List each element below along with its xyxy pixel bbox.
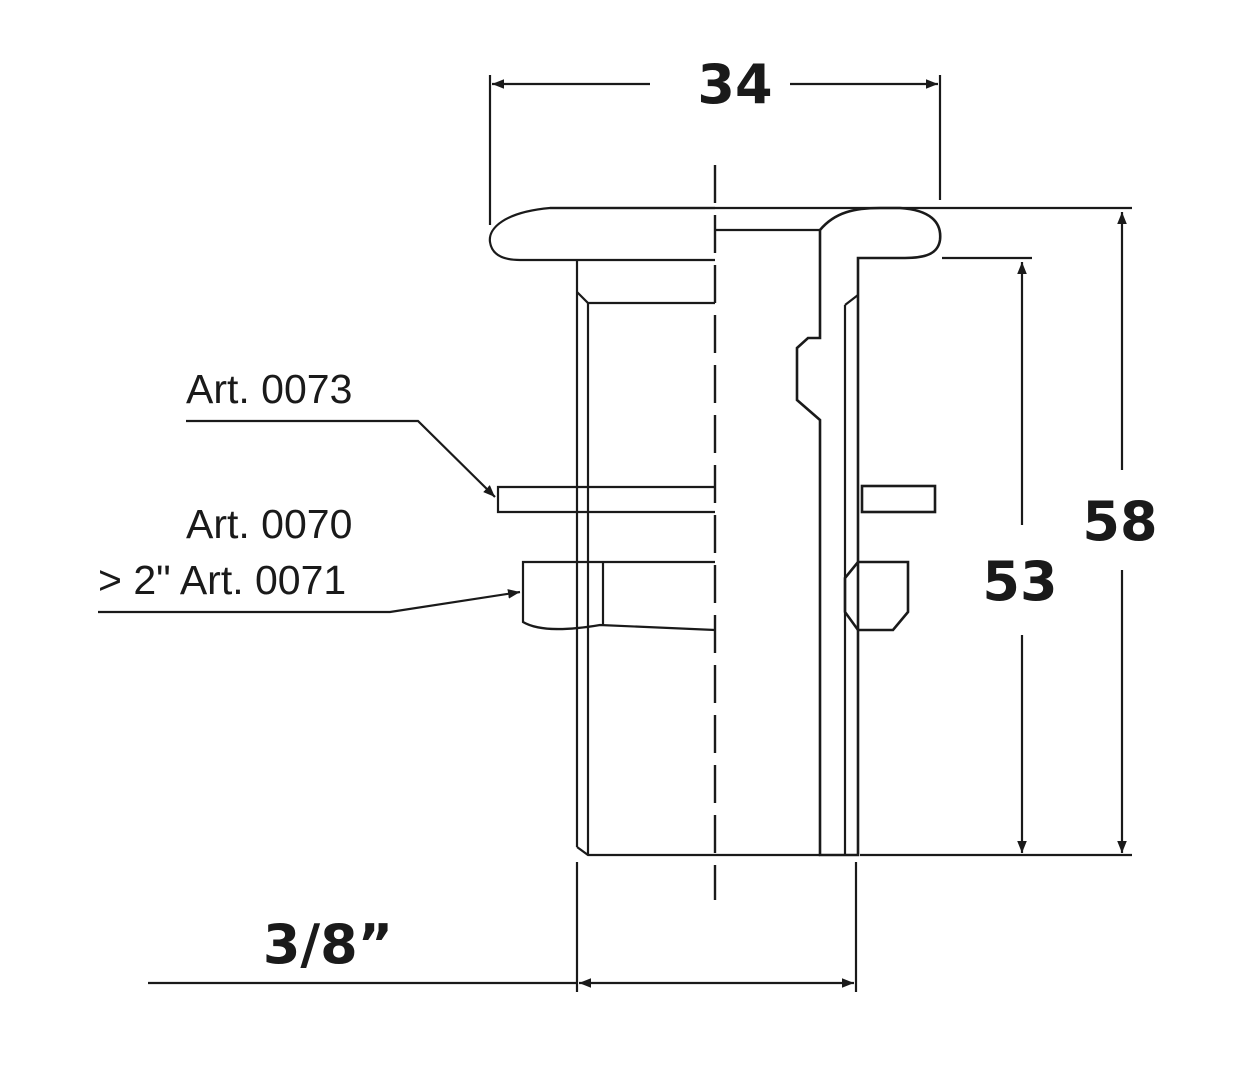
dimension-53-text: 53 xyxy=(982,550,1057,613)
label-art-0073: Art. 0073 xyxy=(186,366,352,412)
flange-left xyxy=(488,206,820,262)
dimension-width-34: 34 xyxy=(488,53,942,225)
label-washer: Art. 0073 xyxy=(186,366,496,498)
dimension-thread: 3/8” xyxy=(148,862,858,992)
dimension-34-text: 34 xyxy=(697,53,772,116)
label-art-0071: > 2" Art. 0071 xyxy=(98,557,346,603)
dimension-height-58: 58 xyxy=(860,212,1158,857)
nut xyxy=(521,560,910,632)
dimension-58-text: 58 xyxy=(1082,490,1157,553)
dimension-thread-text: 3/8” xyxy=(263,913,393,976)
label-art-0070: Art. 0070 xyxy=(186,501,352,547)
section-body xyxy=(795,206,942,857)
dimension-height-53: 53 xyxy=(942,256,1058,853)
label-nut: Art. 0070 > 2" Art. 0071 xyxy=(98,501,521,614)
washer xyxy=(496,484,937,514)
body-left xyxy=(575,260,820,857)
